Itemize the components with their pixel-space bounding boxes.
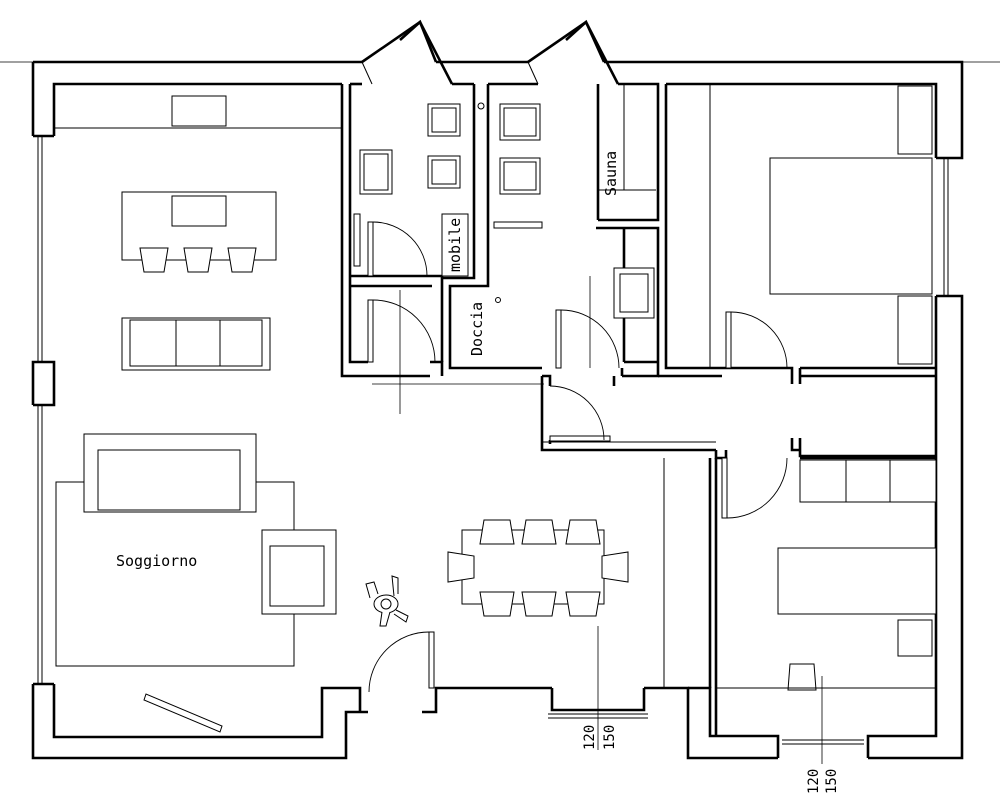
- room-label-sauna: Sauna: [602, 151, 620, 196]
- nightstand-3: [897, 619, 933, 657]
- furniture: [55, 84, 937, 764]
- nightstand-2: [897, 295, 933, 365]
- outer-walls: [31, 60, 964, 760]
- wardrobe: [799, 459, 937, 503]
- dimension-label-150: 150: [602, 725, 618, 750]
- room-label-doccia: Doccia: [468, 302, 486, 356]
- dimension-label-120: 120: [582, 725, 598, 750]
- sideboard: [171, 95, 227, 127]
- double-bed: [769, 157, 933, 295]
- cabinet: [441, 213, 469, 277]
- rug: [55, 481, 295, 667]
- monitor: [171, 195, 227, 227]
- dimension-label-120-small: 120: [806, 769, 822, 794]
- nightstand-1: [897, 85, 933, 155]
- cabinet-label: mobile: [446, 218, 464, 272]
- dimension-label-150-small: 150: [824, 769, 840, 794]
- window-bench: [143, 693, 223, 733]
- entrance-walls: [361, 19, 620, 85]
- room-label-soggiorno: Soggiorno: [116, 552, 197, 570]
- single-bed: [777, 547, 937, 615]
- doors: [367, 221, 788, 693]
- person-figure: [365, 575, 409, 627]
- dining-chairs: [447, 519, 629, 617]
- windows: [37, 127, 949, 745]
